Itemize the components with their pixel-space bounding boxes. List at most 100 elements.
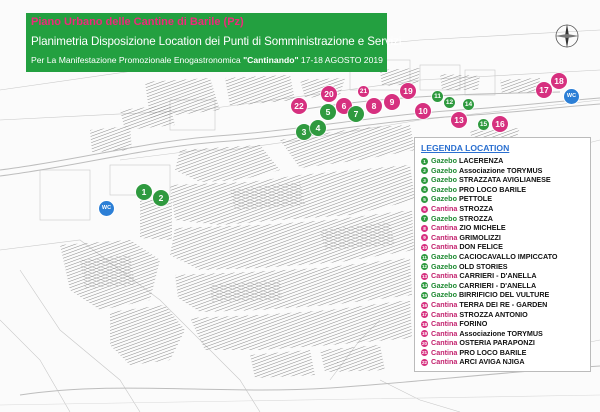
- legend-marker-22: 22: [421, 359, 428, 367]
- legend-item-type: Cantina: [431, 232, 458, 242]
- map-marker-12[interactable]: 12: [444, 97, 455, 108]
- legend-item-type: Cantina: [431, 223, 458, 233]
- legend-item-type: Gazebo: [431, 165, 457, 175]
- legend-item-name: OSTERIA PARAPONZI: [459, 338, 535, 348]
- legend-marker-7: 7: [421, 215, 428, 223]
- legend-item-name: Associazione TORYMUS: [458, 165, 543, 175]
- legend-item-name: STROZZA: [458, 213, 493, 223]
- compass-icon: [555, 24, 579, 48]
- legend-item-name: PRO LOCO BARILE: [459, 347, 527, 357]
- legend-marker-20: 20: [421, 339, 428, 347]
- legend-item-type: Cantina: [431, 271, 458, 281]
- map-marker-19[interactable]: 19: [400, 83, 416, 99]
- legend-item-type: Gazebo: [431, 261, 457, 271]
- legend-item-name: CACIOCAVALLO IMPICCATO: [458, 251, 558, 261]
- title-event-name: "Cantinando": [243, 55, 299, 65]
- title-line-2: Planimetria Disposizione Location dei Pu…: [31, 35, 402, 48]
- legend-item-type: Gazebo: [431, 156, 457, 165]
- legend-title: LEGENDA LOCATION: [421, 143, 510, 153]
- legend-marker-15: 15: [421, 291, 428, 299]
- legend-marker-12: 12: [421, 263, 428, 271]
- legend-marker-17: 17: [421, 311, 428, 319]
- legend-marker-9: 9: [421, 234, 428, 242]
- legend-item-name: GRIMOLIZZI: [459, 232, 501, 242]
- map-marker-21[interactable]: 21: [358, 86, 369, 97]
- map-marker-17[interactable]: 17: [536, 82, 552, 98]
- legend-item-name: Associazione TORYMUS: [459, 328, 543, 338]
- legend-marker-11: 11: [421, 253, 428, 261]
- map-marker-18[interactable]: 18: [551, 73, 567, 89]
- legend-marker-4: 4: [421, 186, 428, 194]
- legend-item-type: Gazebo: [431, 290, 457, 300]
- map-marker-8[interactable]: 8: [366, 98, 382, 114]
- legend-item-name: FORINO: [459, 319, 488, 329]
- title-line-3-dates: 17-18 AGOSTO 2019: [298, 55, 383, 65]
- legend-item-name: OLD STORIES: [458, 261, 508, 271]
- title-line-3: Per La Manifestazione Promozionale Enoga…: [31, 55, 383, 65]
- map-title-box: Piano Urbano delle Cantine di Barile (Pz…: [26, 13, 401, 72]
- legend-marker-13: 13: [421, 272, 428, 280]
- map-marker-1[interactable]: 1: [136, 184, 152, 200]
- map-marker-11[interactable]: 11: [432, 91, 443, 102]
- map-marker-7[interactable]: 7: [348, 106, 364, 122]
- map-marker-9[interactable]: 9: [384, 94, 400, 110]
- legend-item-type: Cantina: [431, 357, 458, 367]
- legend-item-name: DON FELICE: [459, 242, 503, 252]
- legend-marker-14: 14: [421, 282, 428, 290]
- map-marker-22[interactable]: 22: [291, 98, 307, 114]
- map-marker-15[interactable]: 15: [478, 119, 489, 130]
- legend-marker-16: 16: [421, 301, 428, 309]
- legend-item-type: Cantina: [431, 203, 458, 213]
- map-marker-16[interactable]: 16: [492, 116, 508, 132]
- legend-marker-18: 18: [421, 320, 428, 328]
- legend-item-name: PRO LOCO BARILE: [458, 184, 527, 194]
- legend-item-type: Gazebo: [431, 213, 457, 223]
- legend-item-name: ZIO MICHELE: [459, 223, 506, 233]
- legend-marker-1: 1: [421, 157, 428, 165]
- map-marker-2[interactable]: 2: [153, 190, 169, 206]
- legend-marker-3: 3: [421, 176, 428, 184]
- legend-item-type: Gazebo: [431, 194, 457, 204]
- legend-marker-6: 6: [421, 205, 428, 213]
- legend-item-name: STRAZZATA AVIGLIANESE: [458, 175, 551, 185]
- legend-item-name: PETTOLE: [458, 194, 492, 204]
- map-marker-14[interactable]: 14: [463, 99, 474, 110]
- map-marker-20[interactable]: 20: [321, 86, 337, 102]
- wc-marker[interactable]: WC: [564, 89, 579, 104]
- legend-item-name: BIRRIFICIO DEL VULTURE: [458, 290, 550, 300]
- map-marker-13[interactable]: 13: [451, 112, 467, 128]
- legend-item-name: CARRIERI - D'ANELLA: [459, 271, 537, 281]
- wc-marker[interactable]: WC: [99, 201, 114, 216]
- legend-marker-2: 2: [421, 167, 428, 175]
- map-marker-4[interactable]: 4: [310, 120, 326, 136]
- legend-item-name: STROZZA ANTONIO: [459, 309, 528, 319]
- legend-marker-19: 19: [421, 330, 428, 338]
- title-line-3-prefix: Per La Manifestazione Promozionale Enoga…: [31, 55, 244, 65]
- map-marker-3[interactable]: 3: [296, 124, 312, 140]
- legend-item-type: Cantina: [431, 309, 458, 319]
- map-marker-10[interactable]: 10: [415, 103, 431, 119]
- legend-item-name: CARRIERI - D'ANELLA: [458, 280, 537, 290]
- map-marker-5[interactable]: 5: [320, 104, 336, 120]
- title-line-1: Piano Urbano delle Cantine di Barile (Pz…: [31, 16, 244, 28]
